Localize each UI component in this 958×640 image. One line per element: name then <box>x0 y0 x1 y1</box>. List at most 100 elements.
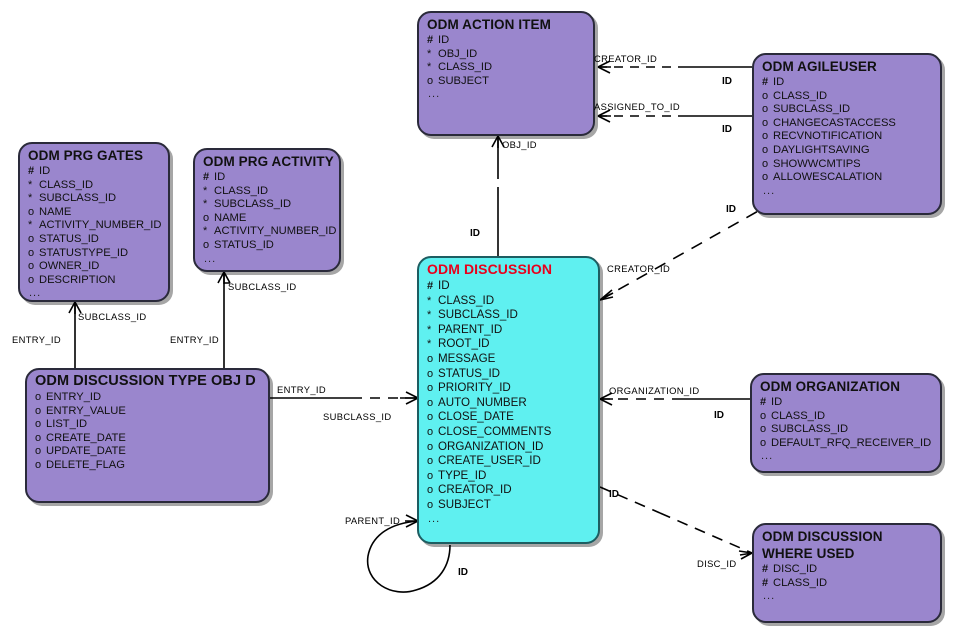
attribute-name: CLASS_ID <box>773 89 828 102</box>
edge-label-id-action-item-discussion: ID <box>470 228 480 239</box>
attribute-marker: o <box>28 205 35 218</box>
attribute-marker: o <box>427 382 434 395</box>
attribute-marker: * <box>203 225 208 238</box>
attribute-row: #ID <box>28 165 161 179</box>
edge-label-subclass-id-prg-gates: SUBCLASS_ID <box>78 311 147 322</box>
attribute-name: CLASS_ID <box>39 178 94 191</box>
attribute-marker: o <box>762 103 769 116</box>
attribute-marker: o <box>28 273 35 286</box>
attribute-name: OBJ_ID <box>438 47 478 60</box>
attribute-row: #CLASS_ID <box>762 577 933 591</box>
entity-odm-discussion[interactable]: ODM DISCUSSION #ID *CLASS_ID *SUBCLASS_I… <box>417 256 600 544</box>
attribute-marker: o <box>35 404 42 417</box>
attribute-marker: * <box>28 178 33 191</box>
attribute-marker: * <box>427 309 432 322</box>
edge-label-id-agileuser-1: ID <box>722 76 732 87</box>
attribute-marker: * <box>28 192 33 205</box>
attribute-marker: * <box>427 338 432 351</box>
attribute-marker: o <box>427 352 434 365</box>
attribute-row: *CLASS_ID <box>427 294 591 309</box>
attribute-name: ENTRY_ID <box>46 391 102 403</box>
attribute-name: ID <box>438 279 450 292</box>
attributes-truncation-indicator: ... <box>428 512 441 525</box>
entity-title: ODM DISCUSSION <box>427 261 553 277</box>
entity-odm-prg-gates[interactable]: ODM PRG GATES #ID *CLASS_ID *SUBCLASS_ID… <box>18 142 170 302</box>
attribute-name: UPDATE_DATE <box>46 445 126 458</box>
attribute-name: ID <box>773 76 785 88</box>
attribute-name: OWNER_ID <box>39 260 100 273</box>
attribute-row: o UPDATE_DATE <box>35 445 261 459</box>
attribute-marker: o <box>427 498 434 511</box>
attribute-name: DESCRIPTION <box>39 273 116 286</box>
attribute-marker: o <box>427 396 434 409</box>
entity-odm-discussion-where-used[interactable]: ODM DISCUSSION WHERE USED #DISC_ID #CLAS… <box>752 523 942 623</box>
edge-label-obj-id: OBJ_ID <box>502 139 537 150</box>
attribute-marker: * <box>427 323 432 336</box>
attribute-name: ACTIVITY_NUMBER_ID <box>214 225 337 238</box>
entity-title: ODM DISCUSSION <box>762 529 883 544</box>
attribute-marker: # <box>28 165 35 177</box>
attribute-marker: o <box>760 409 767 422</box>
attribute-marker: o <box>760 436 767 449</box>
attribute-marker: # <box>762 576 769 589</box>
attribute-marker: o <box>762 171 769 184</box>
attributes-truncation-indicator: ... <box>763 184 776 197</box>
attribute-row: * ROOT_ID <box>427 337 591 352</box>
edge-label-disc-id: DISC_ID <box>697 558 737 569</box>
attribute-marker: # <box>427 34 434 46</box>
attribute-name: SUBCLASS_ID <box>773 103 851 116</box>
attribute-name: PRIORITY_ID <box>438 381 511 395</box>
attribute-name: SHOWWCMTIPS <box>773 157 861 170</box>
attributes-truncation-indicator: ... <box>761 450 774 463</box>
attribute-name: SUBCLASS_ID <box>771 423 849 436</box>
attribute-marker: * <box>203 198 208 211</box>
attribute-row: # ID <box>427 34 586 48</box>
attribute-marker: o <box>427 440 434 453</box>
attribute-name: STATUS_ID <box>214 238 274 251</box>
attribute-name: STATUSTYPE_ID <box>39 246 129 259</box>
attribute-marker: o <box>35 391 42 403</box>
attribute-name: ID <box>771 396 783 408</box>
attribute-name: ID <box>438 34 450 46</box>
attribute-name: ENTRY_VALUE <box>46 404 126 417</box>
attribute-name: CLOSE_DATE <box>438 410 514 424</box>
attribute-name: RECVNOTIFICATION <box>773 130 883 143</box>
attribute-name: CLASS_ID <box>771 409 826 422</box>
entity-odm-prg-activity[interactable]: ODM PRG ACTIVITY #ID *CLASS_ID *SUBCLASS… <box>193 148 341 272</box>
attribute-name: DAYLIGHTSAVING <box>773 143 870 156</box>
attribute-name: ROOT_ID <box>438 337 490 351</box>
edge-label-assigned-to-id: ASSIGNED_TO_ID <box>594 101 681 112</box>
attribute-marker: # <box>427 280 434 292</box>
attribute-row: o STATUSTYPE_ID <box>28 247 161 261</box>
attribute-marker: o <box>28 232 35 245</box>
attribute-marker: o <box>28 246 35 259</box>
attribute-name: SUBJECT <box>438 74 489 87</box>
attribute-name: TYPE_ID <box>438 468 487 482</box>
attribute-row: o SUBCLASS_ID <box>762 103 933 117</box>
attribute-marker: o <box>35 445 42 458</box>
attribute-marker: # <box>760 396 767 408</box>
attribute-name: STATUS_ID <box>39 232 99 245</box>
attribute-marker: o <box>35 418 42 431</box>
attribute-row: o ENTRY_ID <box>35 391 261 405</box>
attribute-marker: * <box>427 47 432 60</box>
